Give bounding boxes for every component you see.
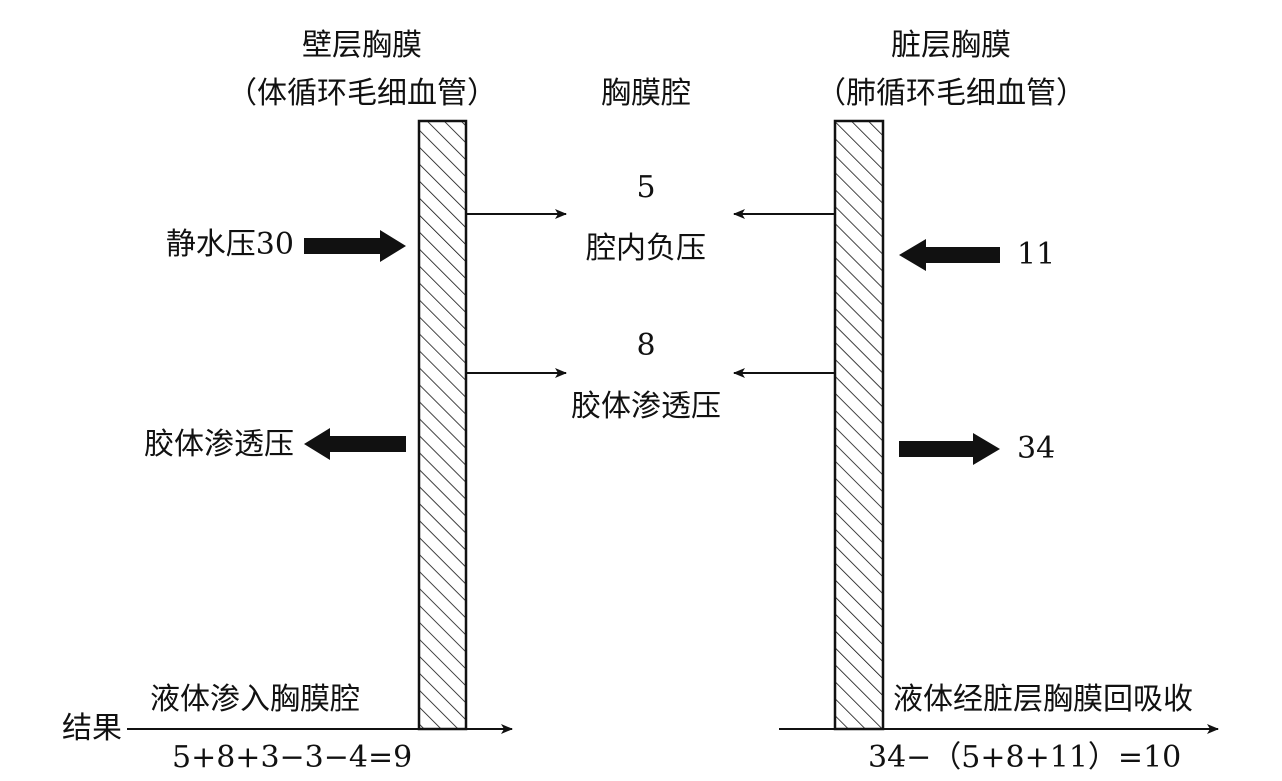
hydrostatic-pressure-label: 静水压30 <box>166 227 294 262</box>
negative-pressure-value: 5 <box>636 170 655 205</box>
pleural-cavity-title: 胸膜腔 <box>601 76 691 111</box>
visceral-inward-arrow <box>899 239 1000 271</box>
parietal-membrane <box>417 119 468 731</box>
parietal-pleura-title: 壁层胸膜 <box>302 28 422 63</box>
left-result-formula: 5+8+3−3−4=9 <box>172 740 412 775</box>
cavity-colloid-value: 8 <box>636 328 655 363</box>
parietal-colloid-outward-arrow <box>304 428 406 460</box>
right-result-caption: 液体经脏层胸膜回吸收 <box>893 682 1193 717</box>
cavity-colloid-label: 胶体渗透压 <box>571 389 721 424</box>
visceral-inward-value: 11 <box>1017 237 1055 272</box>
negative-pressure-label: 腔内负压 <box>586 231 706 266</box>
left-result-caption: 液体渗入胸膜腔 <box>150 682 360 717</box>
hydrostatic-arrow <box>304 230 406 262</box>
parietal-colloid-label: 胶体渗透压 <box>144 427 294 462</box>
right-result-formula: 34−（5+8+11）=10 <box>868 740 1181 775</box>
visceral-pleura-subtitle: （肺循环毛细血管） <box>816 76 1086 111</box>
visceral-pleura-title: 脏层胸膜 <box>891 28 1011 63</box>
visceral-outward-value: 34 <box>1017 431 1055 466</box>
parietal-pleura-subtitle: （体循环毛细血管） <box>227 76 497 111</box>
result-label: 结果 <box>62 711 122 746</box>
visceral-outward-arrow <box>899 433 1000 465</box>
visceral-membrane <box>833 119 885 731</box>
